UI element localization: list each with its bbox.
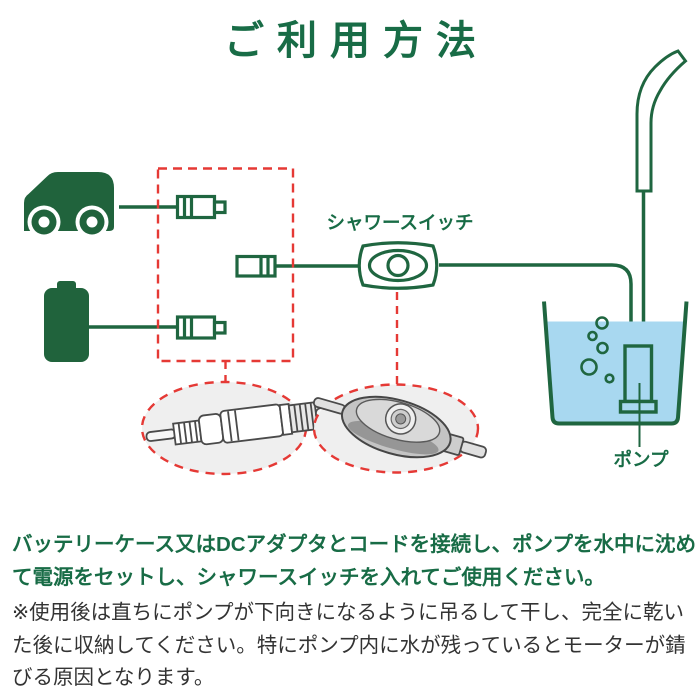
instruction-note: バッテリーケース又はDCアダプタとコードを接続し、ポンプを水中に沈め て電源をセ… [12,529,696,594]
car-icon [24,172,114,239]
battery-icon [44,281,89,362]
zoom-callout-connector [140,380,349,476]
instruction-line: て電源をセットし、シャワースイッチを入れてご使用ください。 [12,565,605,589]
water-container-icon [542,301,689,447]
page-title: ご利用方法 [224,19,489,63]
instruction-line: バッテリーケース又はDCアダプタとコードを接続し、ポンプを水中に沈め [12,533,696,556]
container-walls [542,301,689,426]
shower-head-icon [635,49,688,193]
shower-switch-label: シャワースイッチ [326,212,473,233]
caution-line: た後に収納してください。特にポンプ内に水が残っているとモーターが錆 [12,633,686,657]
shower-switch-icon [357,241,439,290]
dc-plug-middle-icon [235,254,277,278]
pump-label: ポンプ [614,449,669,470]
instructions-block: バッテリーケース又はDCアダプタとコードを接続し、ポンプを水中に沈め て電源をセ… [12,529,696,695]
bubbles [580,316,615,384]
caution-line: ※使用後は直ちにポンプが下向きになるように吊るして干し、完全に乾い [12,601,684,624]
zoom-callout-switch [312,383,488,474]
switch-closeup-illustration [312,395,488,459]
usage-diagram: シャワースイッチ ポンプ [24,49,689,476]
dc-plug-bottom-icon [175,315,227,340]
water [546,321,684,422]
pump-icon [618,344,658,414]
dc-plug-top-icon [175,194,227,220]
cord-switch-to-pump [439,263,633,346]
caution-line: びる原因となります。 [12,666,215,689]
power-cords [88,191,646,346]
caution-note: ※使用後は直ちにポンプが下向きになるように吊るして干し、完全に乾い た後に収納し… [12,597,692,695]
